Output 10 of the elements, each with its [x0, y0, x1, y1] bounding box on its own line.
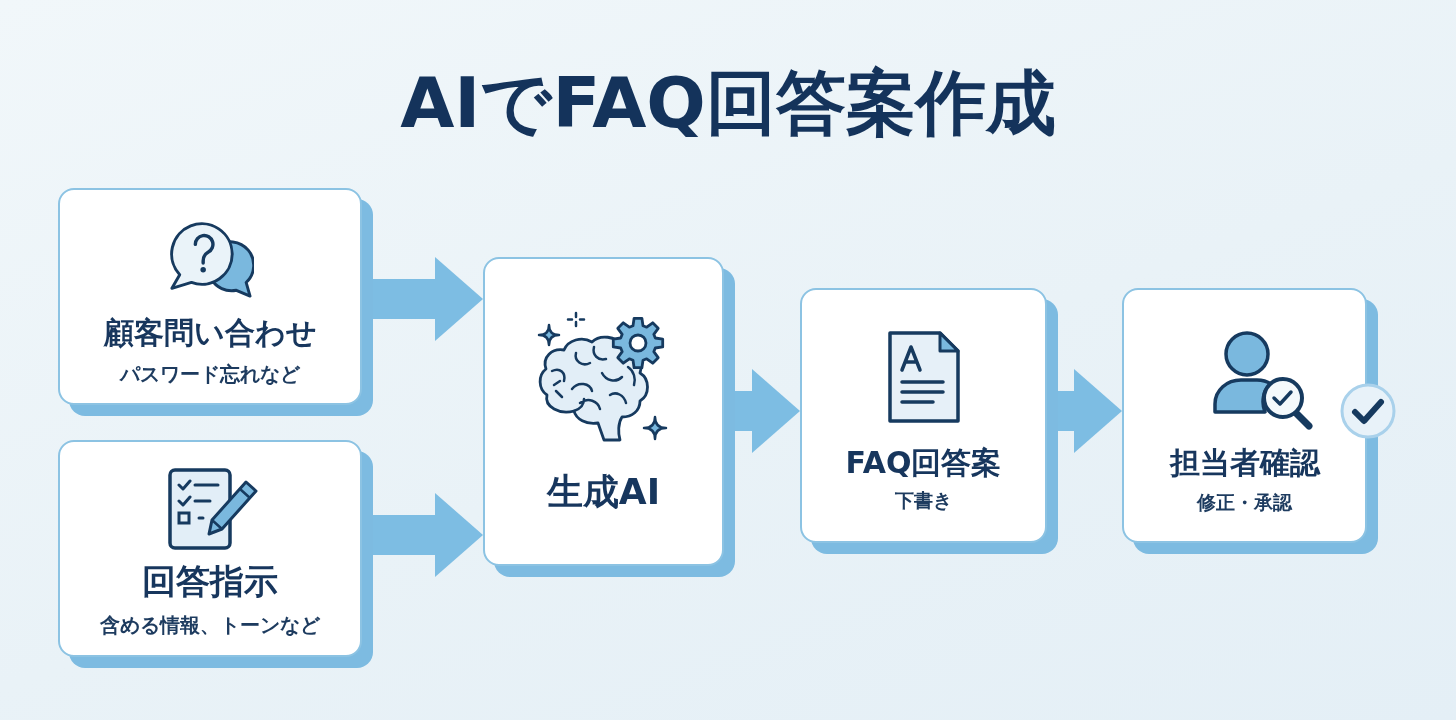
title: AIでFAQ回答案作成 [400, 61, 1056, 146]
step-note: 含める情報、トーンなど [100, 612, 320, 638]
step-note: 修正・承認 [1197, 490, 1292, 515]
step-note: パスワード忘れなど [120, 361, 300, 387]
step-title: 回答指示 [142, 560, 278, 603]
step-title: 担当者確認 [1169, 444, 1320, 482]
step-note: 下書き [895, 488, 952, 513]
step-title: 顧客問い合わせ [103, 314, 317, 352]
step-title: FAQ回答案 [845, 444, 1002, 482]
step-title: 生成AI [546, 470, 661, 514]
